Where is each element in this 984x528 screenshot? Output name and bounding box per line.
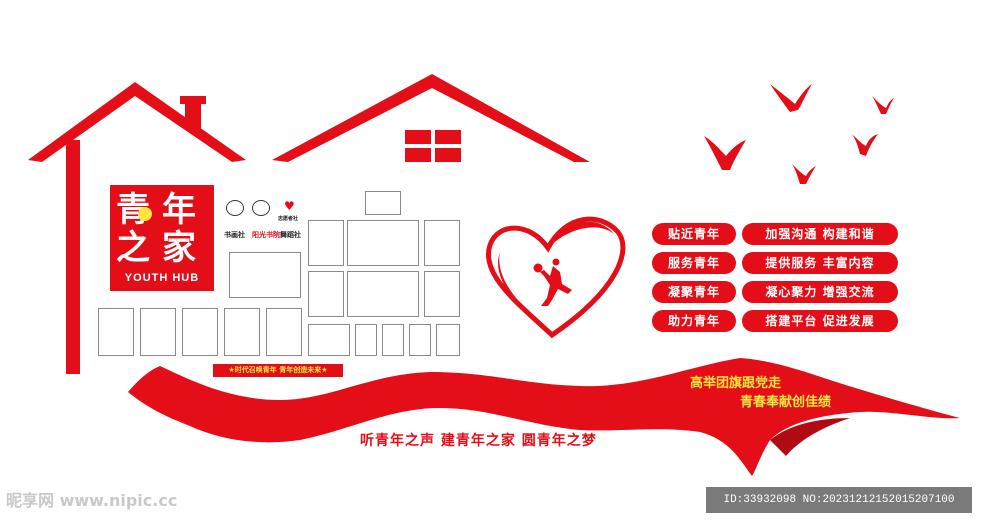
- photo-frame: [308, 324, 350, 356]
- logo-subtitle: YOUTH HUB: [124, 272, 200, 284]
- photo-frame: [98, 308, 134, 356]
- star-badge-icon: [138, 207, 152, 221]
- slogan: 听青年之声 建青年之家 圆青年之梦: [360, 433, 597, 449]
- image-id-bar: ID:33932098 NO:20231212152015207100: [706, 487, 972, 513]
- logo-char-zhi: 之: [116, 228, 150, 268]
- photo-frame: [229, 252, 301, 298]
- pill-text: 搭建平台 促进发展: [742, 310, 898, 332]
- flying-birds: [704, 84, 894, 184]
- ribbon-text-line2: 青春奉献创佳绩: [740, 395, 832, 410]
- pill-text: 加强沟通 构建和谐: [742, 223, 898, 245]
- photo-frame: [424, 271, 460, 317]
- watermark-site: 昵享网 www.nipic.cc: [6, 491, 178, 510]
- photo-frame: [347, 220, 419, 266]
- youth-hub-logo: 青 年 之 家 YOUTH HUB: [110, 185, 214, 291]
- photo-frame: [365, 191, 401, 215]
- photo-frame: [382, 324, 404, 356]
- basketball-player-icon: [533, 258, 572, 306]
- photo-frame: [409, 324, 431, 356]
- club-logo-icon: [226, 200, 244, 216]
- photo-frame: [436, 324, 460, 356]
- club-label: 舞蹈社: [280, 231, 301, 239]
- photo-frame: [224, 308, 260, 356]
- logo-char-jia: 家: [162, 228, 196, 268]
- photo-frame: [140, 308, 176, 356]
- club-logo-icon: [252, 200, 270, 216]
- club-label: 书画社: [224, 231, 245, 239]
- pill-label: 贴近青年: [652, 223, 736, 245]
- pill-label: 凝聚青年: [652, 281, 736, 303]
- ribbon-text-line1: 高举团旗跟党走: [690, 376, 782, 391]
- right-house-roof: [272, 74, 590, 162]
- club-label: 阳光书院: [252, 231, 280, 239]
- logo-char-nian: 年: [162, 190, 196, 230]
- red-ribbon: [128, 358, 960, 476]
- photo-frame: [347, 271, 419, 317]
- house-window: [405, 130, 461, 162]
- pill-text: 提供服务 丰富内容: [742, 252, 898, 274]
- pill-label: 助力青年: [652, 310, 736, 332]
- left-house-outline: [28, 82, 246, 374]
- photo-frame: [182, 308, 218, 356]
- photo-frame: [355, 324, 377, 356]
- heart-emblem: [486, 216, 626, 339]
- photo-frame: [424, 220, 460, 266]
- heart-icon: ♥: [284, 199, 295, 213]
- photo-frame: [308, 271, 344, 317]
- pill-text: 凝心聚力 增强交流: [742, 281, 898, 303]
- era-banner: ★时代召唤青年 青年创造未来★: [213, 364, 343, 377]
- photo-frame: [308, 220, 344, 266]
- photo-frame: [266, 308, 302, 356]
- club-label: 志愿者社: [278, 216, 299, 222]
- pill-label: 服务青年: [652, 252, 736, 274]
